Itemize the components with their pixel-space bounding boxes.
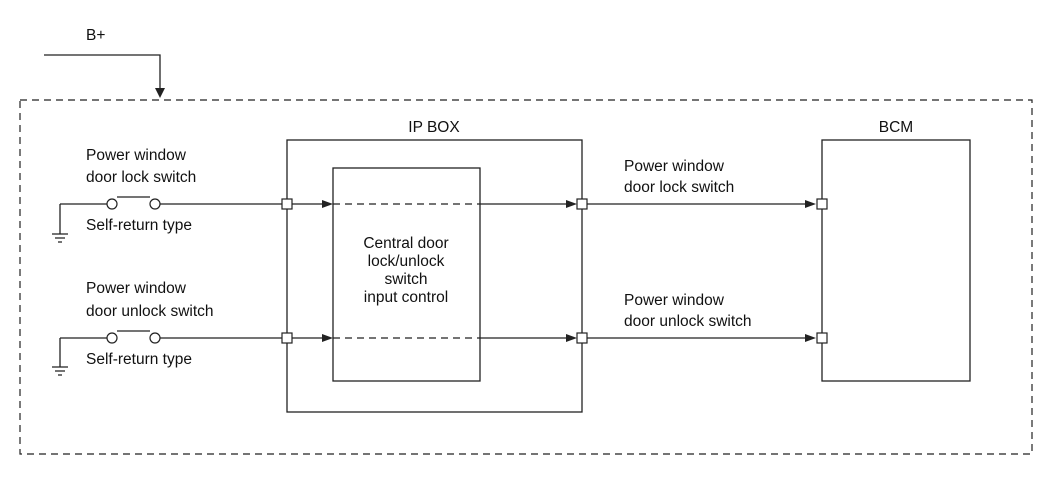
bcm-label: BCM: [879, 119, 913, 136]
outer-dashed-boundary: [19, 99, 1033, 455]
lock-switch-circuit: Power window door lock switch Self-retur…: [52, 147, 828, 243]
central-control-line-1: Central door: [363, 235, 448, 252]
lock-ipbox-input-terminal: [281, 198, 293, 210]
unlock-switch-type: Self-return type: [86, 351, 192, 368]
lock-bcm-arrow: [805, 200, 816, 208]
lock-ground-icon: [52, 204, 68, 243]
unlock-internal-arrow-a: [322, 334, 333, 342]
central-control-line-3: switch: [384, 271, 427, 288]
unlock-switch-circuit: Power window door unlock switch Self-ret…: [52, 280, 828, 376]
unlock-ground-icon: [52, 338, 68, 376]
b-plus-supply: B+: [44, 27, 165, 98]
unlock-signal-line-2: door unlock switch: [624, 313, 752, 330]
unlock-switch-name-line-1: Power window: [86, 280, 187, 297]
lock-ipbox-output-terminal: [576, 198, 588, 210]
unlock-bcm-arrow: [805, 334, 816, 342]
unlock-signal-line-1: Power window: [624, 292, 725, 309]
unlock-switch-contact-right: [149, 332, 161, 344]
lock-internal-arrow-b: [566, 200, 577, 208]
unlock-ipbox-input-terminal: [281, 332, 293, 344]
lock-switch-contact-left: [106, 198, 118, 210]
lock-signal-line-2: door lock switch: [624, 179, 734, 196]
lock-switch-type: Self-return type: [86, 217, 192, 234]
unlock-internal-arrow-b: [566, 334, 577, 342]
unlock-switch-contact-left: [106, 332, 118, 344]
lock-switch-name-line-1: Power window: [86, 147, 187, 164]
unlock-bcm-input-terminal: [816, 332, 828, 344]
b-plus-wire: [44, 54, 161, 88]
lock-switch-contact-right: [149, 198, 161, 210]
bcm: BCM: [821, 119, 971, 382]
unlock-switch-name-line-2: door unlock switch: [86, 303, 214, 320]
lock-internal-arrow-a: [322, 200, 333, 208]
b-plus-arrow: [155, 88, 165, 98]
central-control-block: Central door lock/unlock switch input co…: [332, 167, 481, 382]
lock-bcm-input-terminal: [816, 198, 828, 210]
unlock-ipbox-output-terminal: [576, 332, 588, 344]
b-plus-label: B+: [86, 27, 105, 44]
lock-signal-line-1: Power window: [624, 158, 725, 175]
central-control-line-2: lock/unlock: [368, 253, 445, 270]
bcm-outline: [821, 139, 971, 382]
central-control-line-4: input control: [364, 289, 448, 306]
ip-box-label: IP BOX: [408, 119, 460, 136]
lock-switch-name-line-2: door lock switch: [86, 169, 196, 186]
